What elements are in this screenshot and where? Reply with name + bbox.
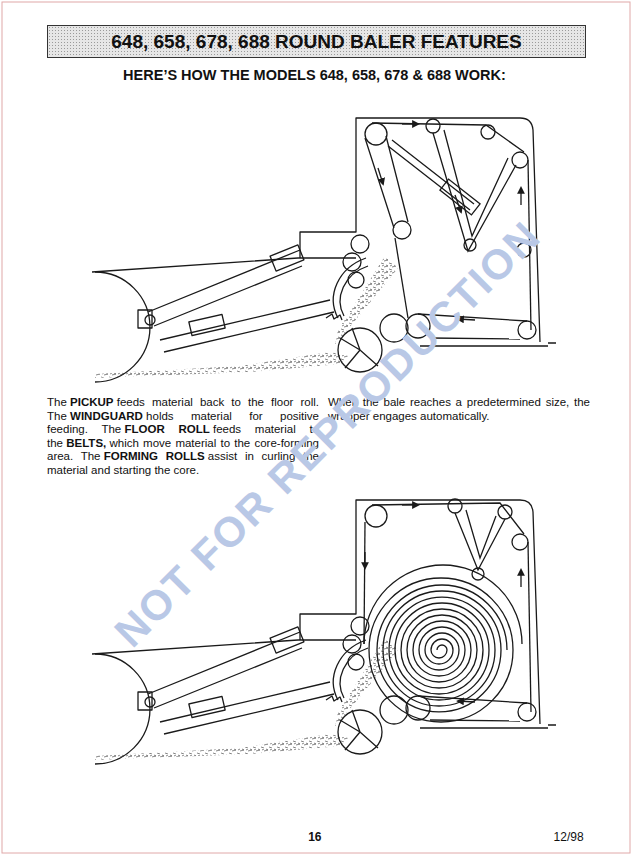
bale-spiral: [377, 585, 507, 712]
bold-term: FORMING ROLLS: [104, 450, 205, 462]
bold-term: WINDGUARD: [70, 410, 143, 422]
bold-term: PICKUP: [70, 396, 113, 408]
date-code: 12/98: [554, 830, 584, 844]
body-text: The: [47, 396, 67, 408]
section-heading: HERE’S HOW THE MODELS 648, 658, 678 & 68…: [123, 67, 506, 83]
belt-system: [364, 499, 531, 722]
round-bale: [369, 578, 513, 722]
bold-term: FLOOR ROLL: [124, 423, 209, 435]
page-number-block: 16: [0, 830, 633, 844]
page-number: 16: [308, 830, 321, 844]
title-banner: 648, 658, 678, 688 ROUND BALER FEATURES: [47, 25, 586, 58]
date-code-block: 12/98: [554, 830, 587, 844]
bold-term: BELTS,: [66, 437, 106, 449]
subheading-block: HERE’S HOW THE MODELS 648, 658, 678 & 68…: [0, 66, 633, 84]
